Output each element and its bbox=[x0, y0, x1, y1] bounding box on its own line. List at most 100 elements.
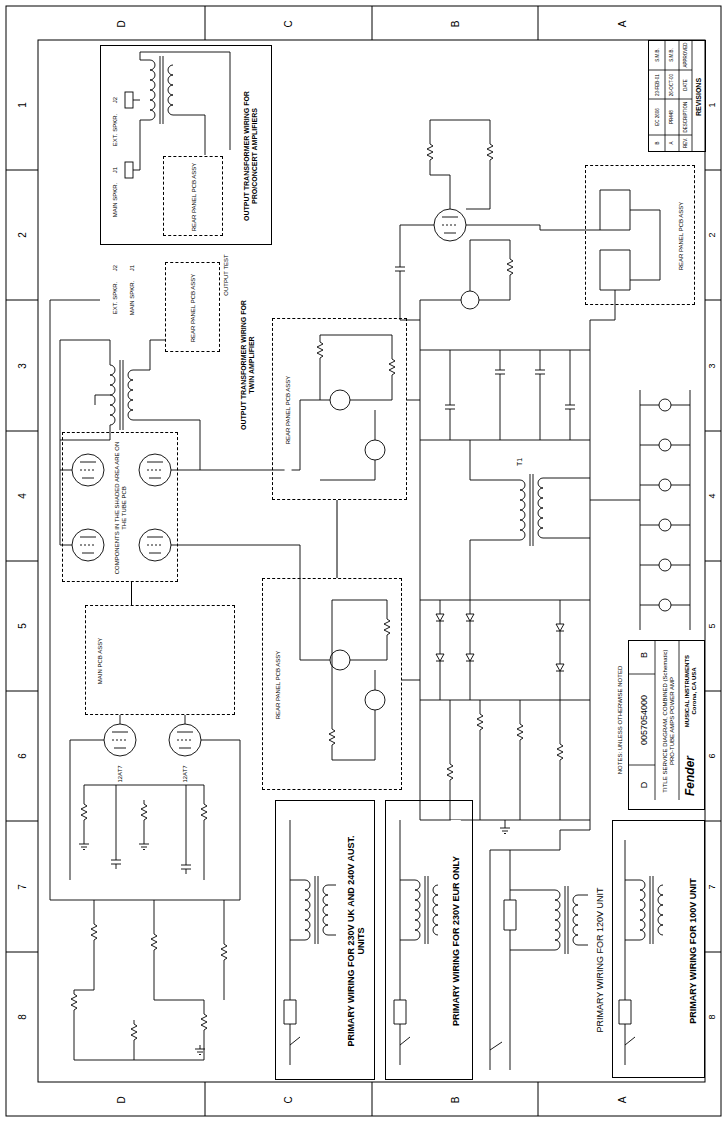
label-text: C bbox=[283, 1095, 294, 1104]
label-text: MAIN SPKR. bbox=[112, 182, 119, 219]
label-text: 12AT7 bbox=[117, 764, 124, 783]
driver-circuit bbox=[389, 355, 395, 379]
effects-circuit bbox=[487, 140, 493, 164]
wiring-panel: PRIMARY WIRING FOR 230V EUR ONLY bbox=[385, 800, 473, 1080]
power-supply bbox=[477, 710, 483, 734]
output-transformer bbox=[125, 92, 133, 108]
power-supply bbox=[450, 700, 560, 820]
power-tube bbox=[60, 440, 262, 561]
effects-circuit bbox=[400, 120, 585, 340]
power-supply bbox=[447, 760, 453, 784]
label-text: EXT. SPKR. bbox=[112, 113, 119, 147]
driver-circuit bbox=[320, 335, 392, 480]
wiring-panel: OUTPUT TRANSFORMER WIRING FOR PRO/CONCER… bbox=[100, 45, 272, 245]
effects-circuit bbox=[395, 120, 660, 340]
driver-circuit bbox=[329, 725, 335, 749]
node-text: OUTPUT TRANSFORMER WIRING FOR PRO/CONCER… bbox=[243, 80, 259, 232]
input-circuit bbox=[79, 840, 89, 850]
label-text: PR448 bbox=[670, 109, 675, 125]
preamp-tube bbox=[70, 715, 240, 900]
label-text: 7 bbox=[708, 883, 718, 890]
power-supply bbox=[520, 480, 525, 540]
primary-wiring bbox=[315, 876, 318, 944]
indicator-strip bbox=[659, 599, 671, 611]
effects-circuit bbox=[461, 291, 479, 309]
primary-wiring bbox=[425, 876, 428, 944]
input-circuit bbox=[91, 920, 97, 944]
output-transformer bbox=[125, 52, 230, 178]
label-text: J2 bbox=[112, 264, 119, 272]
primary-wiring bbox=[565, 886, 568, 954]
label-text: 1 bbox=[708, 101, 718, 108]
label-text: T1 bbox=[516, 457, 524, 467]
assembly-box: REAR PANEL PCB ASSY bbox=[163, 156, 223, 236]
primary-wiring bbox=[284, 820, 296, 1065]
node-text: COMPONENTS IN THE SHADED AREA ARE ON THE… bbox=[114, 437, 128, 579]
label-text: J1 bbox=[129, 264, 136, 272]
primary-wiring bbox=[490, 850, 516, 1070]
power-supply bbox=[556, 620, 564, 636]
label-text: 1 bbox=[17, 101, 28, 109]
node-text: REAR PANEL PCB ASSY bbox=[190, 267, 197, 349]
node-text: TITLE SERVICE DIAGRAM, COMBINED (Schemat… bbox=[662, 645, 676, 797]
indicator-strip bbox=[659, 439, 671, 451]
assembly-box: COMPONENTS IN THE SHADED AREA ARE ON THE… bbox=[62, 432, 178, 582]
power-supply bbox=[557, 740, 563, 764]
label-text: REV. bbox=[684, 137, 689, 149]
power-supply bbox=[538, 478, 543, 538]
power-supply bbox=[517, 720, 523, 744]
power-supply bbox=[450, 350, 570, 440]
label-text: 0057054000 bbox=[640, 694, 650, 746]
label-text: PRIMARY WIRING FOR 120V UNIT bbox=[596, 886, 606, 1033]
drawing-frame bbox=[6, 170, 38, 952]
output-transformer bbox=[125, 162, 133, 178]
output-transformer bbox=[110, 365, 115, 425]
node-text: PRIMARY WIRING FOR 230V EUR ONLY bbox=[451, 820, 461, 1062]
driver-circuit bbox=[365, 440, 385, 460]
primary-wiring bbox=[555, 890, 560, 950]
assembly-box: MAIN PCB ASSY bbox=[85, 605, 235, 715]
label-text: B bbox=[640, 651, 650, 659]
wiring-panel: PRIMARY WIRING FOR 230V UK AND 240V AUST… bbox=[275, 800, 375, 1080]
label-text: D bbox=[640, 781, 650, 790]
indicator-strip bbox=[640, 390, 690, 630]
label-text: DESCRIPTION bbox=[684, 101, 689, 134]
label-text: MAIN SPKR. bbox=[129, 280, 136, 317]
label-text: 3 bbox=[708, 362, 718, 369]
node-text: REAR PANEL PCB ASSY bbox=[275, 594, 282, 776]
primary-wiring bbox=[415, 880, 420, 940]
label-text: S.M.B. bbox=[656, 47, 661, 63]
drawing-frame bbox=[705, 170, 721, 952]
node-text: PRIMARY WIRING FOR 100V UNIT bbox=[688, 835, 698, 1067]
input-circuit bbox=[141, 800, 147, 824]
assembly-box: REAR PANEL PCB ASSY bbox=[165, 262, 220, 352]
label-text: D bbox=[116, 1095, 127, 1104]
driver-circuit bbox=[330, 650, 350, 670]
label-text: A bbox=[617, 1096, 628, 1105]
primary-wiring bbox=[394, 820, 406, 1065]
label-text: APPROVED bbox=[684, 41, 689, 68]
drawing-frame bbox=[205, 6, 538, 1116]
indicator-strip bbox=[590, 390, 690, 630]
label-text: NOTES: UNLESS OTHERWISE NOTED bbox=[617, 665, 624, 776]
label-text: OUTPUT TEST bbox=[223, 253, 230, 296]
driver-circuit bbox=[402, 400, 420, 680]
primary-wiring bbox=[305, 880, 310, 940]
label-text: 2 bbox=[708, 231, 718, 238]
primary-wiring bbox=[658, 885, 663, 935]
label-text: B bbox=[450, 20, 461, 29]
primary-wiring bbox=[290, 880, 336, 1045]
label-text: B bbox=[656, 140, 661, 145]
output-transformer bbox=[50, 300, 240, 900]
label-text: B bbox=[450, 1096, 461, 1105]
indicator-strip bbox=[659, 399, 671, 411]
power-supply bbox=[470, 440, 590, 600]
label-text: 6 bbox=[17, 752, 28, 760]
input-circuit bbox=[139, 840, 149, 850]
power-supply bbox=[495, 365, 505, 379]
label-text: 4 bbox=[17, 492, 28, 500]
label-text: A bbox=[670, 140, 675, 145]
label-text: A bbox=[617, 20, 628, 29]
power-supply bbox=[500, 824, 510, 834]
drawing-frame bbox=[6, 6, 721, 1116]
